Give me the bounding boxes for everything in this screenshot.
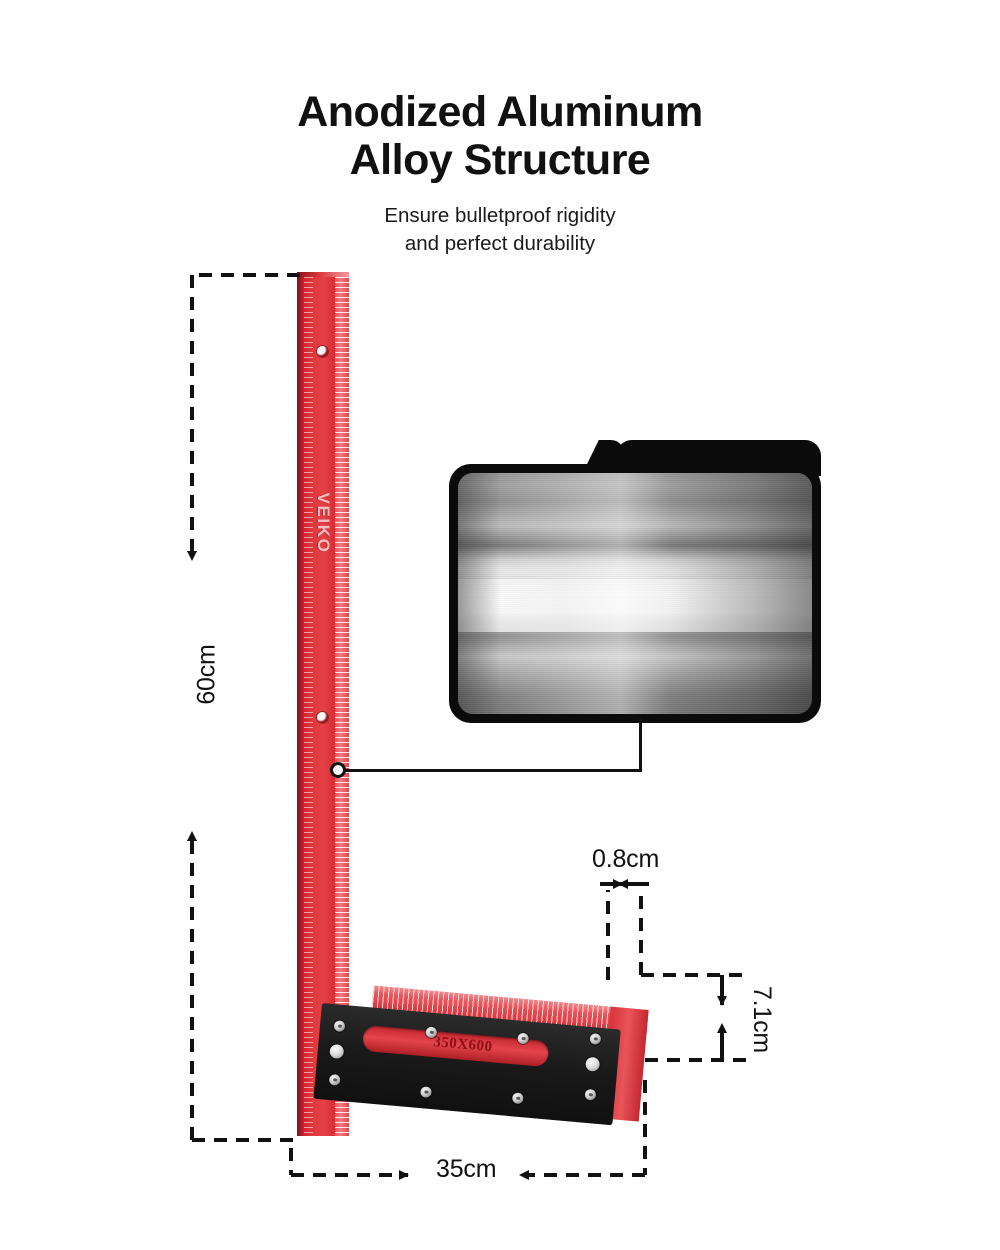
dimension-label-thickness: 0.8cm	[592, 845, 660, 873]
page-title: Anodized Aluminum Alloy Structure	[0, 88, 1000, 184]
subtitle-line-2: and perfect durability	[404, 231, 596, 255]
dimension-label-height: 60cm	[192, 644, 221, 705]
callout-vertical-line	[639, 718, 642, 772]
blade-mounting-hole-top	[317, 346, 328, 357]
blade-bevel-edge	[297, 272, 304, 1136]
title-line-1: Anodized Aluminum	[297, 88, 703, 136]
callout-horizontal-line	[345, 769, 642, 772]
dimension-08cm	[600, 879, 649, 980]
brushed-metal-texture	[458, 473, 812, 714]
blade-inner-tick-marks	[304, 272, 313, 1136]
metal-sheen	[458, 473, 812, 714]
subtitle-line-1: Ensure bulletproof rigidity	[384, 204, 616, 228]
page-subtitle: Ensure bulletproof rigidity and perfect …	[0, 202, 1000, 257]
blade-top-edge	[297, 272, 349, 277]
title-line-2: Alloy Structure	[349, 136, 651, 185]
dimension-label-arm-width: 7.1cm	[748, 985, 777, 1054]
callout-leader	[330, 718, 660, 800]
blade-mounting-hole-bottom	[317, 712, 328, 723]
dimension-71cm	[641, 973, 748, 1062]
dimension-35cm	[289, 1080, 647, 1180]
dimension-label-width: 35cm	[436, 1155, 497, 1183]
callout-origin-dot	[330, 762, 346, 778]
header-block: Anodized Aluminum Alloy Structure Ensure…	[0, 88, 1000, 257]
blade-scale-strip	[335, 272, 349, 1136]
dimension-60cm	[187, 273, 300, 1142]
ruler-vertical-blade: VEIKO	[297, 272, 349, 1136]
material-detail-inset	[449, 440, 821, 723]
blade-tick-marks	[335, 272, 349, 1136]
inset-frame	[449, 464, 821, 723]
